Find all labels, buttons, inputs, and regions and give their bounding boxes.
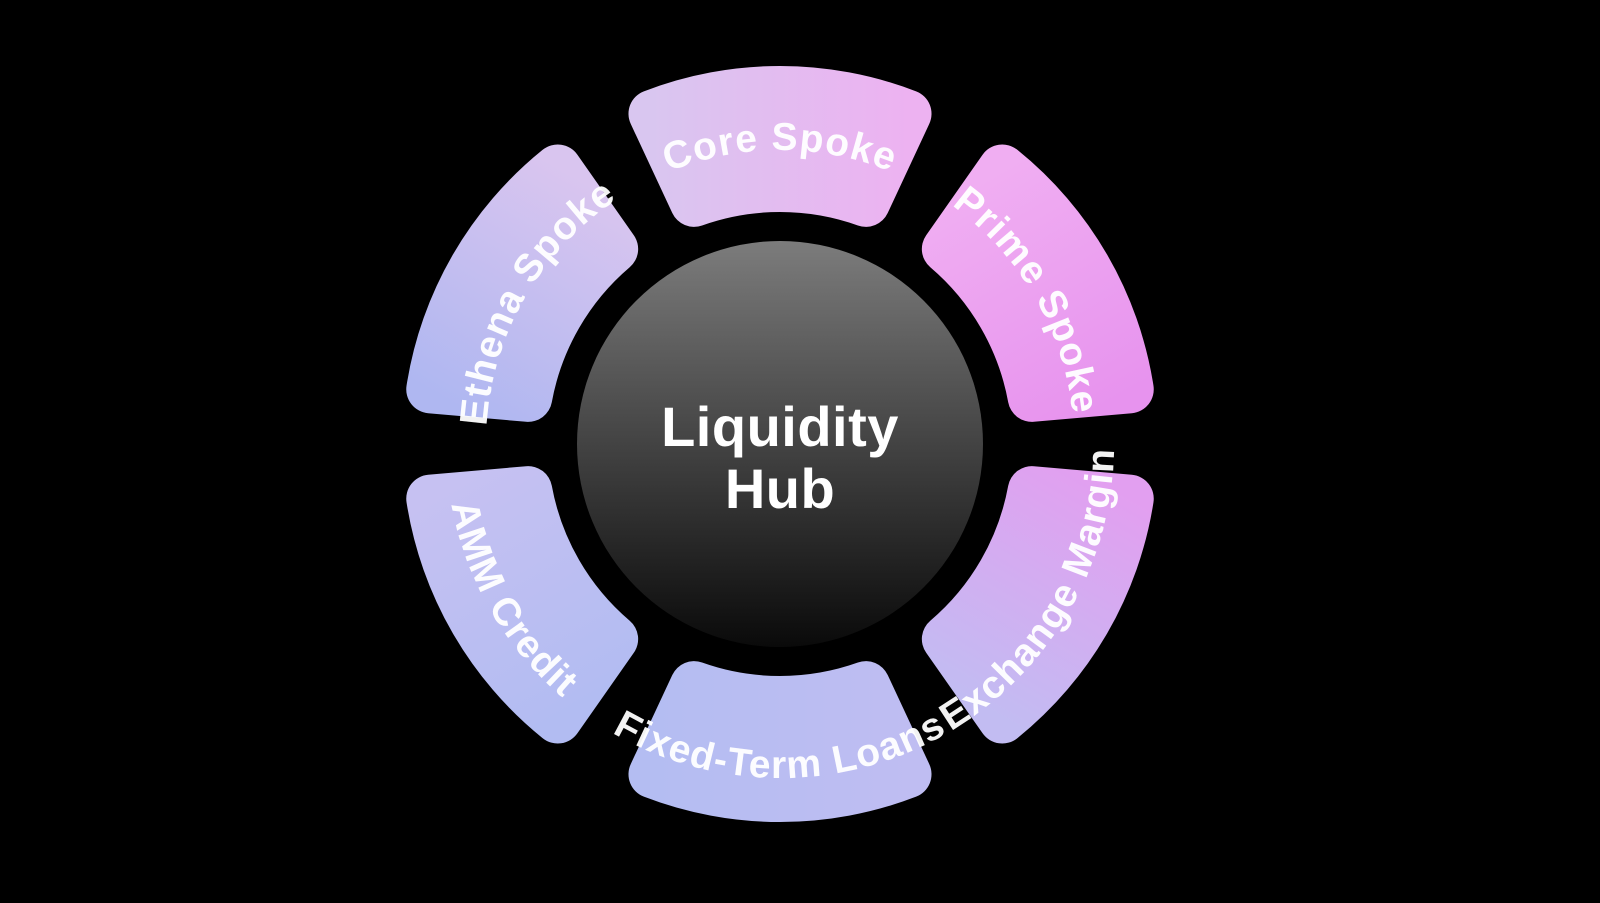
segment-amm-credit (406, 466, 639, 744)
segment-exchange-margin (921, 466, 1154, 744)
segment-ethena-spoke (406, 144, 639, 422)
segment-core-spoke (628, 65, 932, 227)
hub-label-line1: Liquidity (661, 395, 899, 458)
spoke-ring (406, 65, 1154, 823)
hub: Liquidity Hub (577, 241, 983, 647)
hub-label-line2: Hub (725, 457, 835, 520)
segment-fixed-term-loans (628, 661, 932, 823)
segment-prime-spoke (921, 144, 1154, 422)
hub-circle (577, 241, 983, 647)
